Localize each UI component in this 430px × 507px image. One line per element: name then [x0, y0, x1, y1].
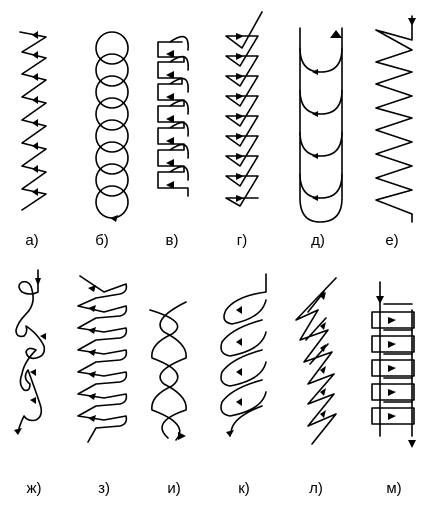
pattern-b: [95, 31, 129, 222]
label-g: г): [236, 232, 248, 249]
label-k: к): [238, 480, 250, 497]
pattern-e: [375, 15, 416, 223]
label-i: и): [167, 480, 181, 497]
label-d: д): [311, 232, 325, 249]
pattern-k: [220, 273, 267, 437]
label-a: а): [25, 232, 39, 249]
label-v: в): [165, 232, 179, 249]
label-b: б): [95, 232, 109, 249]
label-l: л): [309, 480, 323, 497]
label-m: м): [386, 480, 402, 497]
pattern-l: [295, 277, 337, 445]
pattern-m: [371, 281, 416, 448]
pattern-d: [299, 27, 343, 223]
pattern-zh: [14, 269, 46, 435]
pattern-a: [19, 31, 47, 211]
pattern-i: [149, 301, 187, 441]
label-z: з): [98, 480, 110, 497]
pattern-g: [225, 11, 263, 207]
pattern-v: [157, 35, 189, 197]
label-zh: ж): [26, 480, 42, 497]
label-e: е): [385, 232, 399, 249]
pattern-z: [77, 275, 128, 443]
